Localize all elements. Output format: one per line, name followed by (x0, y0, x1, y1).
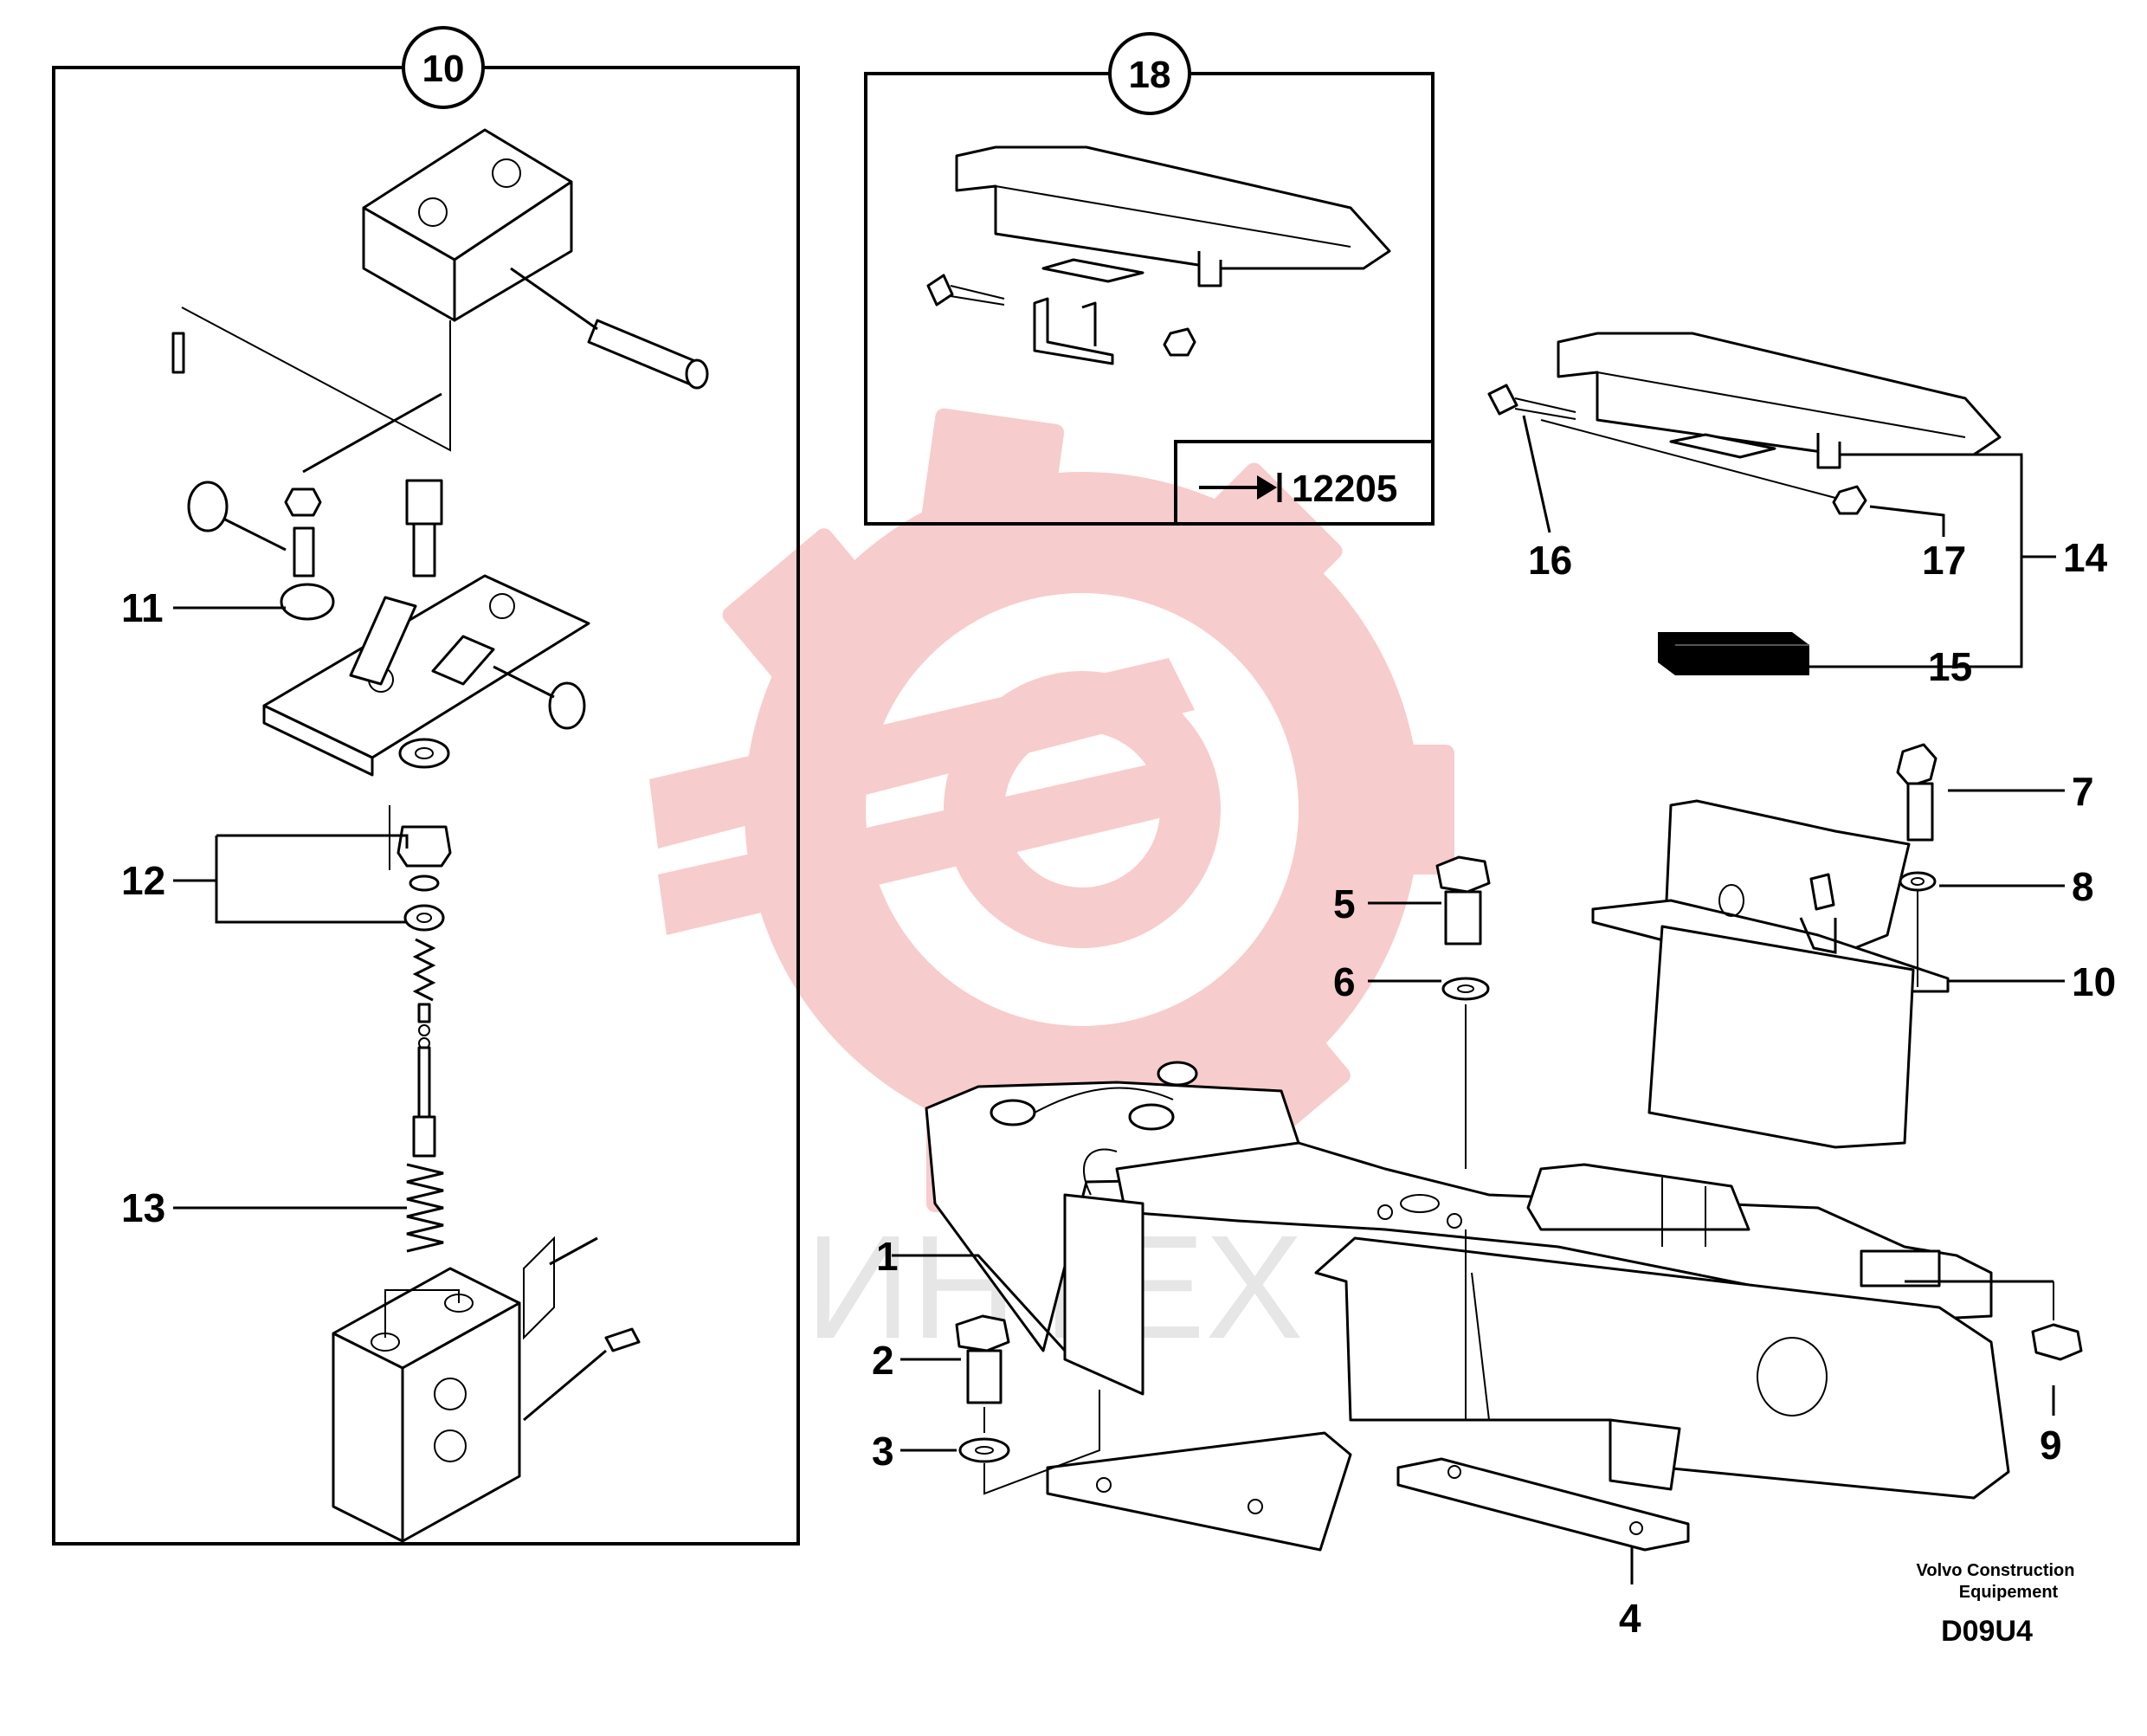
credit-line-1: Volvo Construction (1917, 1561, 2075, 1580)
reference-box: 12205 (1199, 468, 1397, 510)
cover-assembly (1487, 332, 2002, 675)
drawing-code: D09U4 (1941, 1615, 2033, 1648)
group-18-frame: 18 (864, 32, 1435, 526)
group-10-frame: 10 (52, 26, 800, 1546)
label-8: 8 (2072, 864, 2094, 909)
label-11: 11 (121, 585, 164, 630)
group-18-callout: 18 (1129, 54, 1171, 96)
label-3: 3 (872, 1429, 894, 1474)
label-16: 16 (1528, 538, 1572, 583)
label-7: 7 (2072, 769, 2094, 814)
label-13: 13 (121, 1185, 165, 1230)
part-labels: 1 2 3 4 5 6 7 8 9 10 11 12 13 14 15 16 1… (121, 535, 2116, 1641)
watermark-logo (649, 408, 1454, 1212)
label-9: 9 (2040, 1423, 2062, 1468)
label-17: 17 (1922, 538, 1966, 583)
label-2: 2 (872, 1338, 894, 1383)
label-5: 5 (1333, 881, 1356, 926)
cover-kit-inset (926, 145, 1391, 365)
drawing-footer: Volvo Construction Equipement D09U4 (1917, 1561, 2075, 1648)
label-10: 10 (2072, 959, 2116, 1004)
arrow-right-to-bar-icon (1199, 473, 1282, 502)
valve-box (1591, 743, 1950, 1149)
label-14: 14 (2063, 535, 2108, 580)
label-1: 1 (876, 1234, 899, 1279)
credit-line-2: Equipement (1959, 1583, 2059, 1602)
pilot-valve-assembly (171, 128, 709, 1543)
group-10-callout: 10 (422, 48, 465, 90)
hardware (955, 855, 2083, 1495)
label-6: 6 (1333, 959, 1356, 1004)
reference-number: 12205 (1292, 468, 1397, 510)
main-bracket (925, 1061, 2010, 1552)
label-15: 15 (1928, 644, 1972, 689)
leader-lines (173, 415, 2065, 1584)
label-12: 12 (121, 858, 165, 903)
label-4: 4 (1619, 1596, 1641, 1641)
